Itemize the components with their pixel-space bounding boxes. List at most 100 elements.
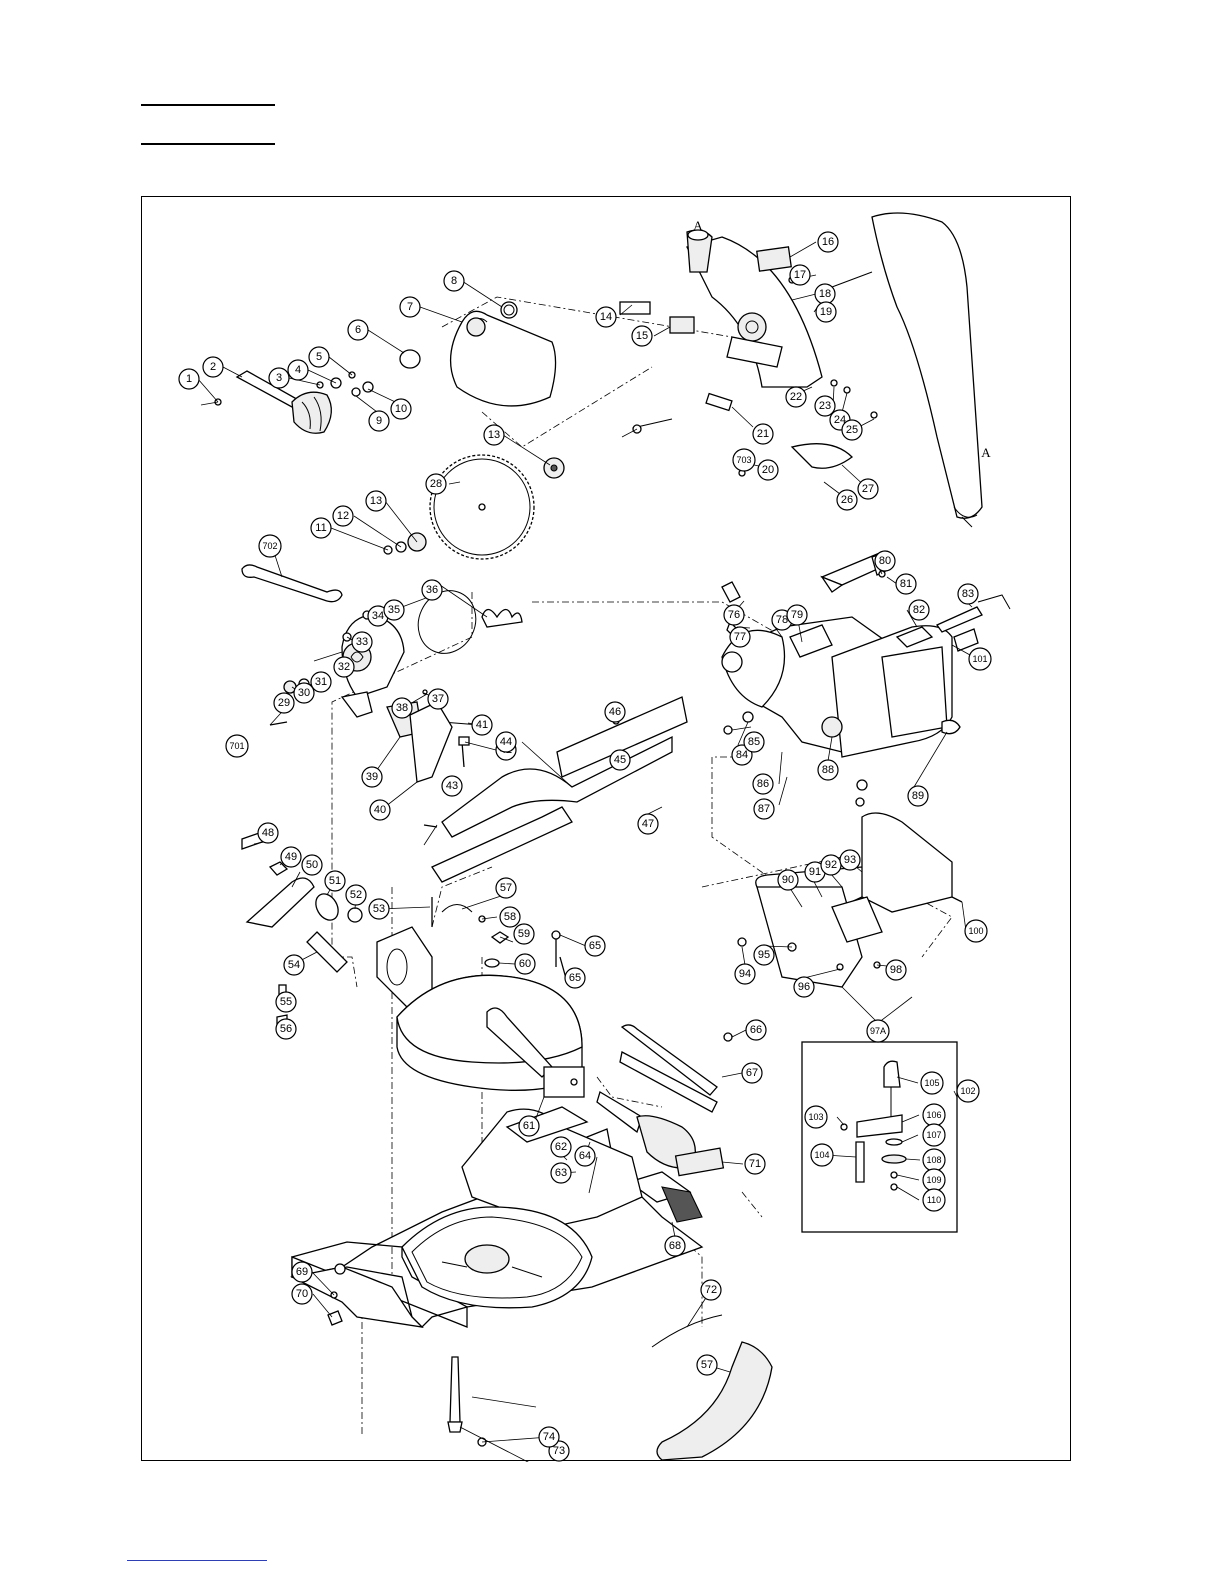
callout-number: 87 — [758, 803, 770, 815]
callout-bubble — [425, 473, 447, 495]
callout-number: 63 — [555, 1167, 567, 1179]
callout-number: 9 — [376, 415, 382, 427]
callout-number: 97A — [870, 1026, 886, 1036]
callout-number: 55 — [280, 996, 292, 1008]
miter-scale — [651, 1314, 773, 1461]
callout-number: 66 — [750, 1024, 762, 1036]
callout-bubble — [495, 877, 517, 899]
callout-number: 13 — [370, 495, 382, 507]
callout-bubble — [514, 953, 536, 975]
callout-bubble — [664, 1235, 686, 1257]
callout-bubble — [324, 870, 346, 892]
callout-number: 106 — [926, 1110, 941, 1120]
callout-number: 65 — [569, 972, 581, 984]
callout-bubble — [538, 1426, 560, 1448]
callout-bubble — [895, 573, 917, 595]
callout-number: 25 — [846, 424, 858, 436]
callout-number: 94 — [739, 968, 751, 980]
callout-number: 7 — [407, 301, 413, 313]
handle-assembly — [200, 349, 421, 434]
callout-number: 17 — [794, 269, 806, 281]
callout-number: 26 — [841, 494, 853, 506]
callout-bubble — [786, 604, 808, 626]
callout-number: 107 — [926, 1130, 941, 1140]
callout-bubble — [178, 368, 200, 390]
callout-bubble — [471, 714, 493, 736]
callout-number: 34 — [372, 610, 384, 622]
callout-number: 84 — [736, 749, 748, 761]
callout-bubble — [922, 1188, 946, 1212]
callout-bubble — [258, 534, 282, 558]
callout-bubble — [584, 935, 606, 957]
callout-bubble — [752, 423, 774, 445]
callout-bubble — [723, 604, 745, 626]
callout-bubble — [301, 854, 323, 876]
callout-number: 2 — [210, 361, 216, 373]
callout-bubble — [390, 398, 412, 420]
callout-bubble — [441, 775, 463, 797]
callout-number: 51 — [329, 875, 341, 887]
callout-bubble — [815, 301, 837, 323]
callout-number: 20 — [762, 464, 774, 476]
callout-number: 39 — [366, 771, 378, 783]
callout-number: 43 — [446, 780, 458, 792]
callout-bubble — [421, 579, 443, 601]
callout-bubble — [291, 1283, 313, 1305]
callout-number: 22 — [790, 391, 802, 403]
wrench — [241, 564, 343, 603]
callout-number: 95 — [758, 949, 770, 961]
callout-bubble — [631, 325, 653, 347]
callout-number: 15 — [636, 330, 648, 342]
callout-bubble — [964, 919, 988, 943]
callout-number: 35 — [388, 604, 400, 616]
callout-number: 89 — [912, 790, 924, 802]
callout-bubble — [753, 944, 775, 966]
callout-number: 73 — [553, 1445, 565, 1457]
callout-number: 57 — [500, 882, 512, 894]
callout-number: 18 — [819, 288, 831, 300]
callout-number: 29 — [278, 697, 290, 709]
turntable — [396, 930, 733, 1169]
dust-bag — [871, 212, 983, 528]
callout-number: 32 — [338, 661, 350, 673]
callout-bubble — [443, 270, 465, 292]
callout-number: 52 — [350, 889, 362, 901]
callout-bubble — [308, 346, 330, 368]
fence-assembly — [423, 696, 688, 883]
callout-number: 92 — [825, 859, 837, 871]
callout-bubble — [310, 517, 332, 539]
callout-bubble — [885, 959, 907, 981]
callout-number: 102 — [960, 1086, 975, 1096]
callout-bubble — [753, 798, 775, 820]
callout-number: 62 — [555, 1141, 567, 1153]
callout-bubble — [908, 599, 930, 621]
callout-bubble — [332, 505, 354, 527]
callout-bubble — [347, 319, 369, 341]
callout-bubble — [499, 906, 521, 928]
callout-bubble — [202, 356, 224, 378]
callout-number: 54 — [288, 959, 300, 971]
callout-bubble — [369, 799, 391, 821]
callout-bubble — [957, 583, 979, 605]
callout-bubble — [793, 976, 815, 998]
callout-bubble — [777, 869, 799, 891]
callout-number: 70 — [296, 1288, 308, 1300]
callout-number: 85 — [748, 736, 760, 748]
callout-number: 80 — [879, 555, 891, 567]
callout-bubble — [804, 1105, 828, 1129]
callout-bubble — [732, 448, 756, 472]
callout-bubble — [757, 459, 779, 481]
callout-number: 74 — [543, 1431, 555, 1443]
callout-number: 59 — [518, 928, 530, 940]
callout-bubble — [345, 884, 367, 906]
callout-number: 103 — [808, 1112, 823, 1122]
callout-number: 67 — [746, 1067, 758, 1079]
callout-bubble — [495, 731, 517, 753]
callout-number: 47 — [642, 818, 654, 830]
callout-number: 91 — [809, 866, 821, 878]
callout-bubble — [483, 424, 505, 446]
callout-bubble — [731, 744, 753, 766]
callout-bubble — [365, 490, 387, 512]
callout-bubble — [752, 773, 774, 795]
callout-number: 81 — [900, 578, 912, 590]
